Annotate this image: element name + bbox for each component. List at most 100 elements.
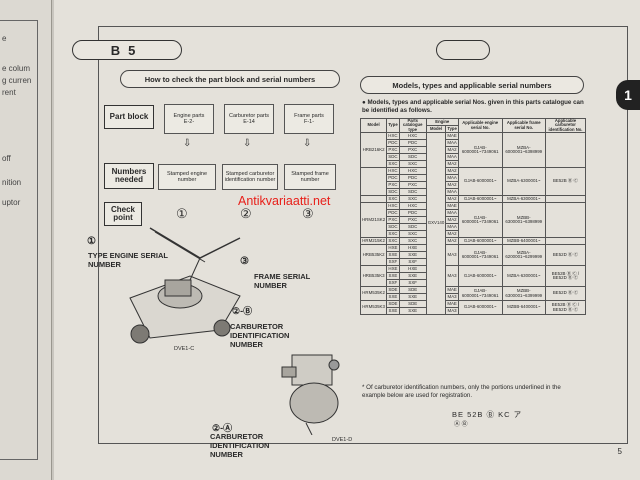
cell-type: SDC	[386, 153, 400, 161]
part-block-ref: F-1-	[303, 119, 315, 125]
check-mark-1: ①	[176, 206, 188, 221]
col-type: Type	[386, 118, 400, 133]
cell-type: HXE	[386, 265, 400, 273]
cell-parts-type: SXC	[398, 195, 427, 203]
cell-parts-type: HXC	[398, 167, 427, 175]
cell-engine-type: MAE	[445, 286, 459, 294]
callout-carb-id-b: CARBURETOR IDENTIFICATION NUMBER	[230, 322, 290, 349]
left-page-frame	[0, 20, 38, 460]
left-fragment: e colum	[2, 64, 31, 73]
cell-engine-type: MAA	[445, 223, 459, 231]
cell-carb-id	[544, 132, 587, 168]
cell-carb-id	[544, 237, 587, 245]
col-frame-serial: Applicable frame serial No.	[501, 118, 546, 133]
cell-model: HRB535K3	[359, 265, 388, 287]
cell-parts-type: SDE	[398, 286, 427, 294]
cell-model: HRM215K2	[359, 237, 388, 245]
cell-parts-type: PXC	[398, 216, 427, 224]
cell-engine-type: MAE	[445, 300, 459, 308]
section-number: 5	[128, 42, 144, 58]
cell-engine-type: MA2	[445, 216, 459, 224]
cell-parts-type: SXC	[398, 230, 427, 238]
cell-frame-serial: MZBA-6300001~	[501, 195, 546, 203]
carburetor-illustration	[281, 354, 340, 435]
cell-engine-type: MAE	[445, 132, 459, 140]
cell-eng-serial: GJAB-6000001~	[457, 237, 503, 245]
col-engine: Engine	[425, 118, 459, 126]
arrow-down-icon: ⇩	[303, 138, 312, 149]
section-letter: B	[110, 42, 129, 58]
cell-model: HRB535K2	[359, 244, 388, 266]
numbers-needed-frame: Stamped frame number	[284, 164, 336, 190]
check-mark-2: ②	[240, 206, 252, 221]
cell-eng-serial: GJAB-6000001~	[457, 300, 503, 315]
cell-engine-type: MAA	[445, 139, 459, 147]
cell-engine-type: MA3	[445, 293, 459, 301]
left-fragment: off	[2, 154, 11, 163]
cell-type: SDE	[386, 286, 400, 294]
cell-parts-type: SDC	[398, 223, 427, 231]
cell-parts-type: PDC	[398, 174, 427, 182]
cell-eng-serial: GJAB-6000001~	[457, 195, 503, 203]
cell-parts-type: SDC	[398, 153, 427, 161]
cell-eng-serial: GJAB-6000001~7349061	[457, 286, 503, 301]
cell-eng-serial: GJAB-6000001~7349061	[457, 244, 503, 266]
cell-parts-type: SXC	[398, 160, 427, 168]
cell-eng-serial: GJAB-6000001~	[457, 265, 503, 287]
cell-type: SXF	[386, 258, 400, 266]
col-engine-model: Model	[425, 125, 447, 133]
part-block-carb: Carburetor parts E-14	[224, 104, 274, 134]
cell-engine-type: MA2	[445, 181, 459, 189]
lawn-mower-illustration	[129, 227, 241, 344]
left-fragment: nition	[2, 178, 22, 187]
callout-engine-serial: TYPE ENGINE SERIAL NUMBER	[88, 251, 168, 269]
right-header: Models, types and applicable serial numb…	[360, 76, 584, 94]
cell-type: SXF	[386, 279, 400, 287]
cell-parts-type: SXC	[398, 237, 427, 245]
cell-engine-type: MAA	[445, 153, 459, 161]
cell-type: PDC	[386, 139, 400, 147]
cell-carb-id	[544, 195, 587, 203]
left-fragment: uptor	[2, 198, 21, 207]
left-header: How to check the part block and serial n…	[120, 70, 340, 88]
cell-type: PDC	[386, 209, 400, 217]
cell-type: SXC	[386, 230, 400, 238]
cell-engine-type: MA2	[445, 237, 459, 245]
cell-parts-type: SDC	[398, 188, 427, 196]
numbers-needed-engine: Stamped engine number	[158, 164, 216, 190]
figure-ref-d: DVE1-D	[332, 437, 353, 443]
intro-bullet: ● Models, types and applicable serial No…	[362, 99, 584, 114]
cell-type: HXC	[386, 202, 400, 210]
cell-type: SXE	[386, 307, 400, 315]
part-block-ref: E-14	[243, 119, 255, 125]
cell-parts-type: HXE	[398, 244, 427, 252]
callout-3-number: ③	[240, 256, 249, 267]
cell-frame-serial: MZBA-6300001~	[501, 167, 546, 196]
cell-engine-type: MAA	[445, 188, 459, 196]
code-example-sub: Ⓐ Ⓑ	[454, 422, 468, 428]
check-mark-3: ③	[302, 206, 314, 221]
numbers-needed-label: Numbers needed	[104, 163, 154, 189]
check-point-label: Check point	[104, 202, 142, 226]
cell-type: PXC	[386, 216, 400, 224]
cell-model: HRM21SK2	[359, 202, 388, 238]
cell-engine-type: MA2	[445, 167, 459, 175]
part-block-name: Engine parts	[173, 112, 205, 119]
cell-type: SXE	[386, 251, 400, 259]
left-page-edge: e e colum g curren rent off nition uptor	[0, 0, 52, 480]
cell-engine-type: MA3	[445, 307, 459, 315]
section-tab: 1	[616, 80, 640, 110]
cell-type: HXC	[386, 132, 400, 140]
cell-parts-type: SXE	[398, 293, 427, 301]
cell-model	[359, 195, 388, 203]
cell-parts-type: HXE	[398, 265, 427, 273]
